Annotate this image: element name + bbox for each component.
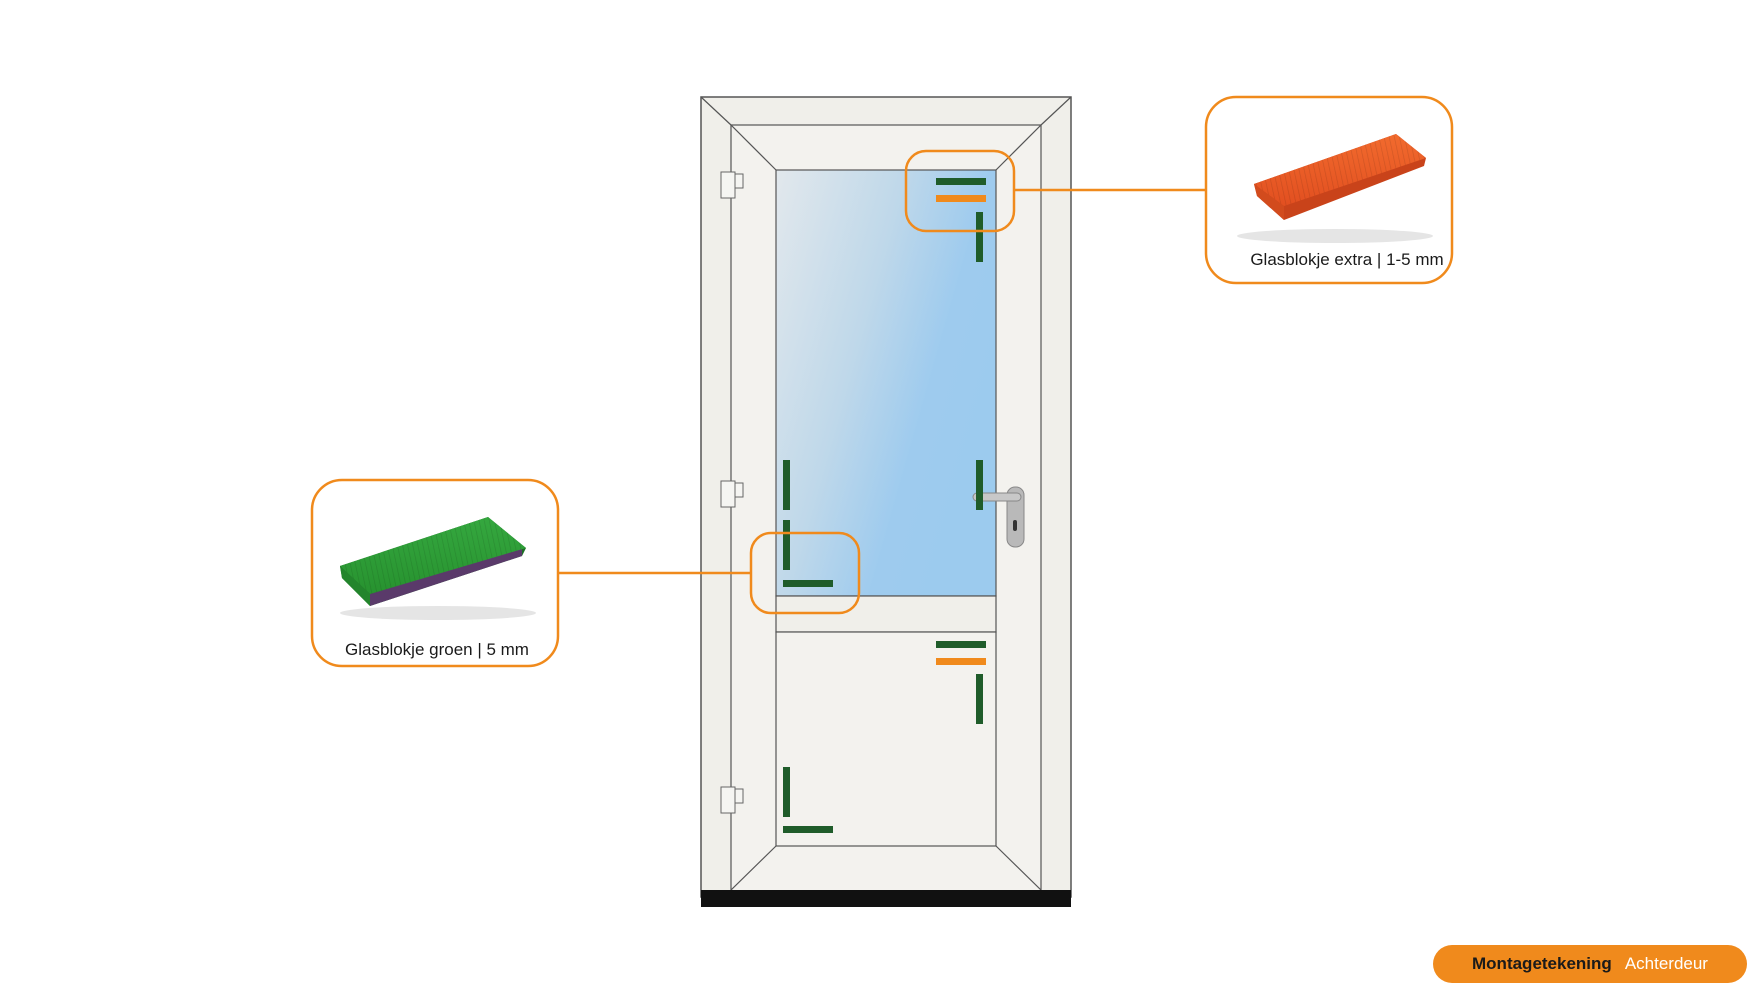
block-orange <box>936 195 986 202</box>
badge-title: Montagetekening <box>1472 954 1612 973</box>
block-orange <box>936 658 986 665</box>
door-handle-icon <box>972 486 1025 548</box>
block-green <box>783 826 833 833</box>
door-glass <box>775 169 997 597</box>
callout-extra <box>1204 95 1454 285</box>
hinge-icon <box>720 171 744 199</box>
block-green <box>783 767 790 817</box>
block-green <box>976 212 983 262</box>
block-green <box>936 641 986 648</box>
glazing-block-green-image <box>340 517 536 620</box>
block-green <box>783 520 790 570</box>
block-green <box>783 580 833 587</box>
glazing-blocks-glass <box>783 178 986 587</box>
title-badge: Montagetekening Achterdeur <box>1433 945 1747 983</box>
door <box>700 96 1072 907</box>
glazing-block-orange-image <box>1237 134 1433 243</box>
callout-extra-label: Glasblokje extra | 1-5 mm <box>1250 250 1444 269</box>
hinge-icon <box>720 786 744 814</box>
block-green <box>783 460 790 510</box>
glazing-blocks-panel <box>783 641 986 833</box>
hinge-icon <box>720 480 744 508</box>
badge-subtitle: Achterdeur <box>1624 954 1708 973</box>
door-lower-panel <box>775 631 997 847</box>
block-green <box>936 178 986 185</box>
block-green <box>976 674 983 724</box>
block-green <box>976 460 983 510</box>
callout-groen-label: Glasblokje groen | 5 mm <box>345 640 529 659</box>
callout-groen <box>310 478 560 668</box>
door-threshold <box>701 890 1071 907</box>
